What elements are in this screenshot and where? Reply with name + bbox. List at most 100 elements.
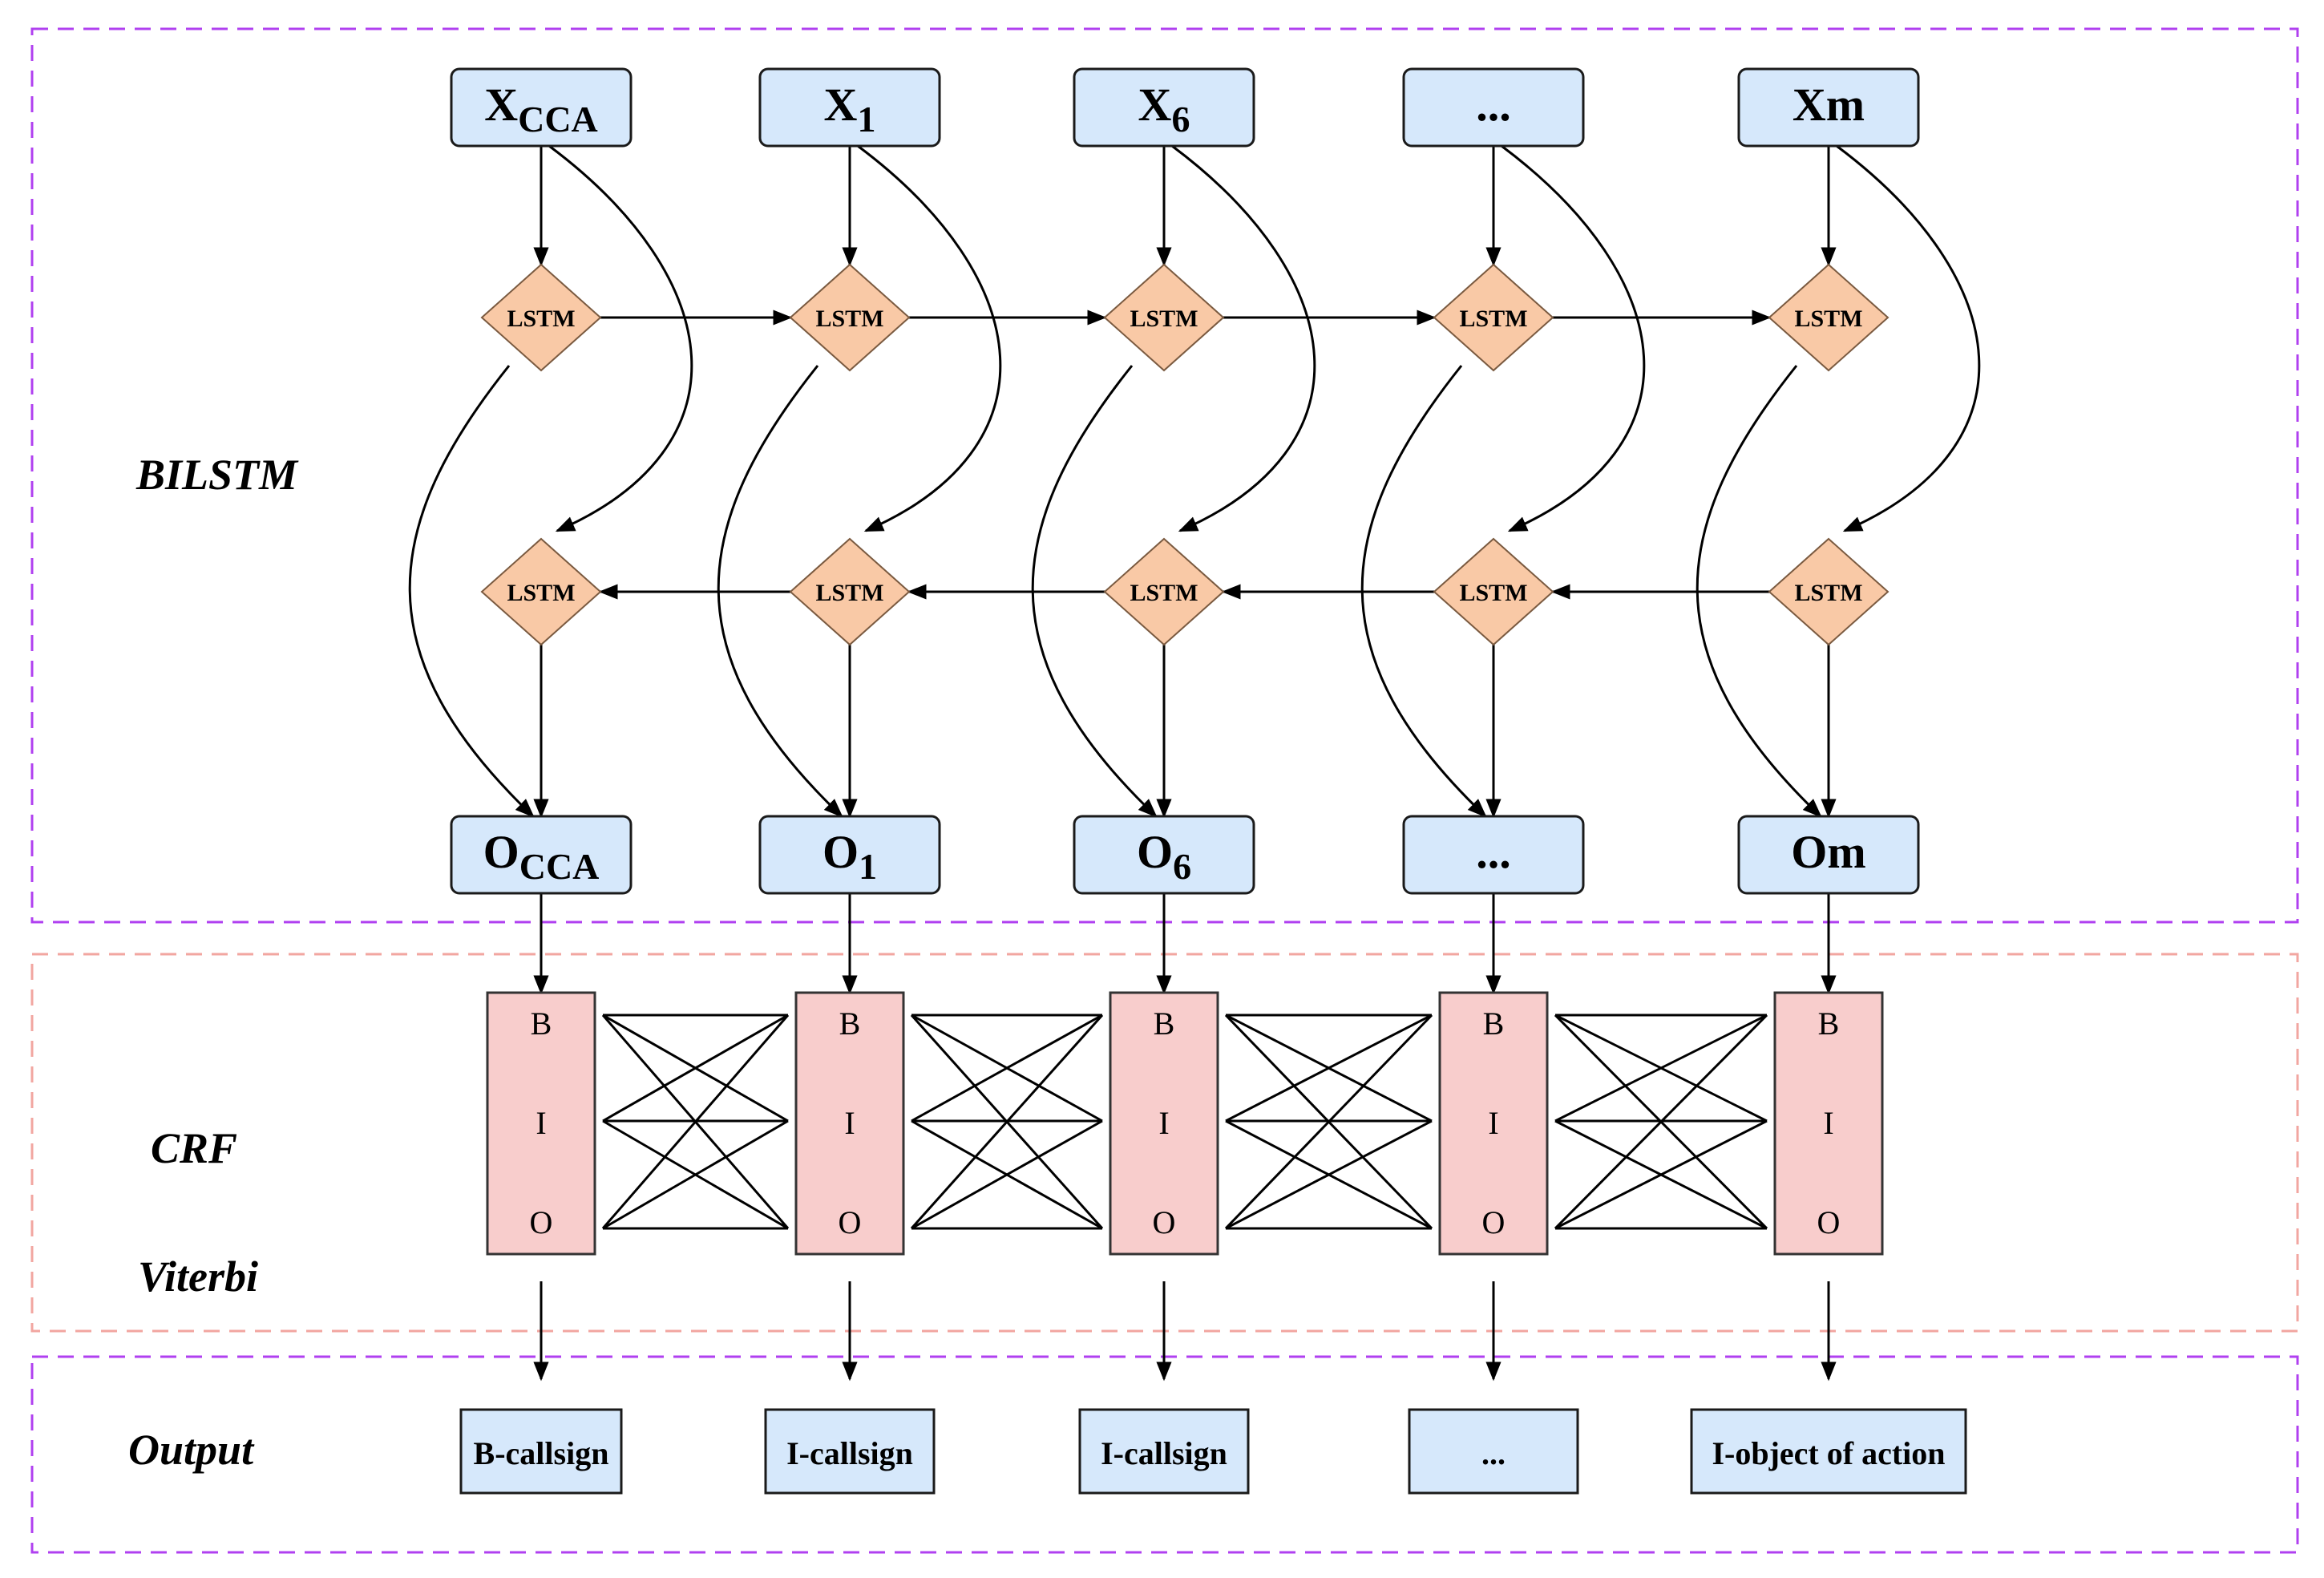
output-node-1: O1 [758, 815, 941, 895]
output-node-1-rect [758, 815, 941, 895]
result-rect-0 [459, 1408, 623, 1495]
output-node-3-main: ... [1476, 826, 1511, 878]
output-node-4-rect [1737, 815, 1920, 895]
input-node-1-sub: 1 [857, 99, 875, 140]
result-box-2: I-callsign [1078, 1408, 1250, 1495]
input-node-2-text: X6 [1138, 79, 1190, 140]
input-to-backward-arrow-2 [1171, 144, 1316, 532]
output-node-0-sub: CCA [519, 846, 600, 887]
input-node-1-main: X [824, 79, 858, 131]
forward-to-output-arrow-0 [408, 365, 535, 818]
backward-lstm-0: LSTM [480, 537, 602, 646]
input-node-4: Xm [1737, 67, 1920, 148]
input-node-2: X6 [1073, 67, 1255, 148]
output-node-2-sub: 6 [1173, 846, 1191, 887]
crf-tag-1-0: B [839, 1005, 861, 1042]
input-to-backward-arrow-3 [1501, 144, 1646, 532]
input-node-0-main: X [484, 79, 518, 131]
output-label: Output [128, 1426, 255, 1474]
backward-lstm-2: LSTM [1103, 537, 1225, 646]
crf-tag-1-2: O [839, 1204, 862, 1240]
input-node-1-text: X1 [824, 79, 876, 140]
crf-transition-2-2-1 [1225, 1119, 1433, 1230]
input-node-4-rect [1737, 67, 1920, 148]
forward-lstm-2-label: LSTM [1130, 305, 1198, 332]
backward-lstm-0-shape [480, 537, 602, 646]
backward-lstm-3: LSTM [1433, 537, 1554, 646]
forward-to-output-arrow-4 [1696, 365, 1822, 818]
output-node-1-main: O [822, 826, 859, 878]
output-node-3-rect [1402, 815, 1585, 895]
forward-lstm-2-shape [1103, 263, 1225, 372]
crf-tag-4-2: O [1817, 1204, 1841, 1240]
crf-tag-3-1: I [1488, 1105, 1498, 1141]
input-node-3-text: ... [1476, 79, 1511, 131]
crf-column-rect-2 [1109, 991, 1219, 1256]
crf-transition-3-2-0 [1554, 1014, 1768, 1230]
connectors-layer [408, 144, 1981, 1382]
output-node-4-main: Om [1791, 826, 1865, 878]
result-rect-1 [764, 1408, 936, 1495]
output-node-2-main: O [1137, 826, 1173, 878]
forward-lstm-3: LSTM [1433, 263, 1554, 372]
crf-tag-1-1: I [844, 1105, 855, 1141]
backward-lstm-3-label: LSTM [1459, 580, 1527, 606]
backward-lstm-0-label: LSTM [507, 580, 575, 606]
crf-transition-0-2-1 [602, 1119, 789, 1230]
result-rect-3 [1408, 1408, 1579, 1495]
output-node-1-text: O1 [822, 826, 877, 887]
forward-to-output-arrow-2 [1031, 365, 1158, 818]
backward-lstm-3-shape [1433, 537, 1554, 646]
input-node-1-rect [758, 67, 941, 148]
forward-lstm-4-shape [1768, 263, 1890, 372]
input-node-2-rect [1073, 67, 1255, 148]
backward-lstm-1-label: LSTM [815, 580, 883, 606]
crf-column-4: BIO [1773, 991, 1884, 1256]
backward-lstm-1: LSTM [789, 537, 911, 646]
input-node-1: X1 [758, 67, 941, 148]
bilstm-label: BILSTM [135, 451, 299, 499]
output-node-4: Om [1737, 815, 1920, 895]
result-box-4: I-object of action [1690, 1408, 1967, 1495]
crf-tag-2-2: O [1153, 1204, 1176, 1240]
forward-to-output-arrow-3 [1360, 365, 1487, 818]
crf-column-rect-0 [486, 991, 596, 1256]
result-box-3: ... [1408, 1408, 1579, 1495]
crf-column-3: BIO [1438, 991, 1549, 1256]
forward-lstm-3-shape [1433, 263, 1554, 372]
crf-tag-3-2: O [1482, 1204, 1506, 1240]
crf-column-0: BIO [486, 991, 596, 1256]
input-to-backward-arrow-1 [857, 144, 1002, 532]
output-node-0-main: O [483, 826, 519, 878]
input-to-backward-arrow-0 [548, 144, 693, 532]
output-node-2: O6 [1073, 815, 1255, 895]
crf-column-rect-4 [1773, 991, 1884, 1256]
result-text-1: I-callsign [786, 1435, 913, 1471]
input-node-3-main: ... [1476, 79, 1511, 131]
forward-lstm-0: LSTM [480, 263, 602, 372]
output-node-2-text: O6 [1137, 826, 1191, 887]
input-node-2-main: X [1138, 79, 1172, 131]
crf-tag-0-2: O [530, 1204, 553, 1240]
output-node-2-rect [1073, 815, 1255, 895]
result-text-3: ... [1481, 1435, 1506, 1471]
backward-lstm-2-label: LSTM [1130, 580, 1198, 606]
result-rect-4 [1690, 1408, 1967, 1495]
input-node-0-text: XCCA [484, 79, 598, 140]
output-node-4-text: Om [1791, 826, 1865, 878]
output-node-3: ... [1402, 815, 1585, 895]
crf-column-rect-1 [794, 991, 905, 1256]
result-rect-2 [1078, 1408, 1250, 1495]
crf-transition-1-2-0 [910, 1014, 1104, 1230]
backward-lstm-4-label: LSTM [1794, 580, 1862, 606]
forward-lstm-4: LSTM [1768, 263, 1890, 372]
crf-transition-1-1-0 [911, 1014, 1103, 1123]
backward-lstm-4: LSTM [1768, 537, 1890, 646]
result-text-4: I-object of action [1712, 1435, 1945, 1471]
crf-transition-3-2-1 [1554, 1119, 1768, 1230]
output-node-1-sub: 1 [859, 846, 877, 887]
input-node-3-rect [1402, 67, 1585, 148]
crf-transition-3-1-0 [1554, 1014, 1768, 1123]
